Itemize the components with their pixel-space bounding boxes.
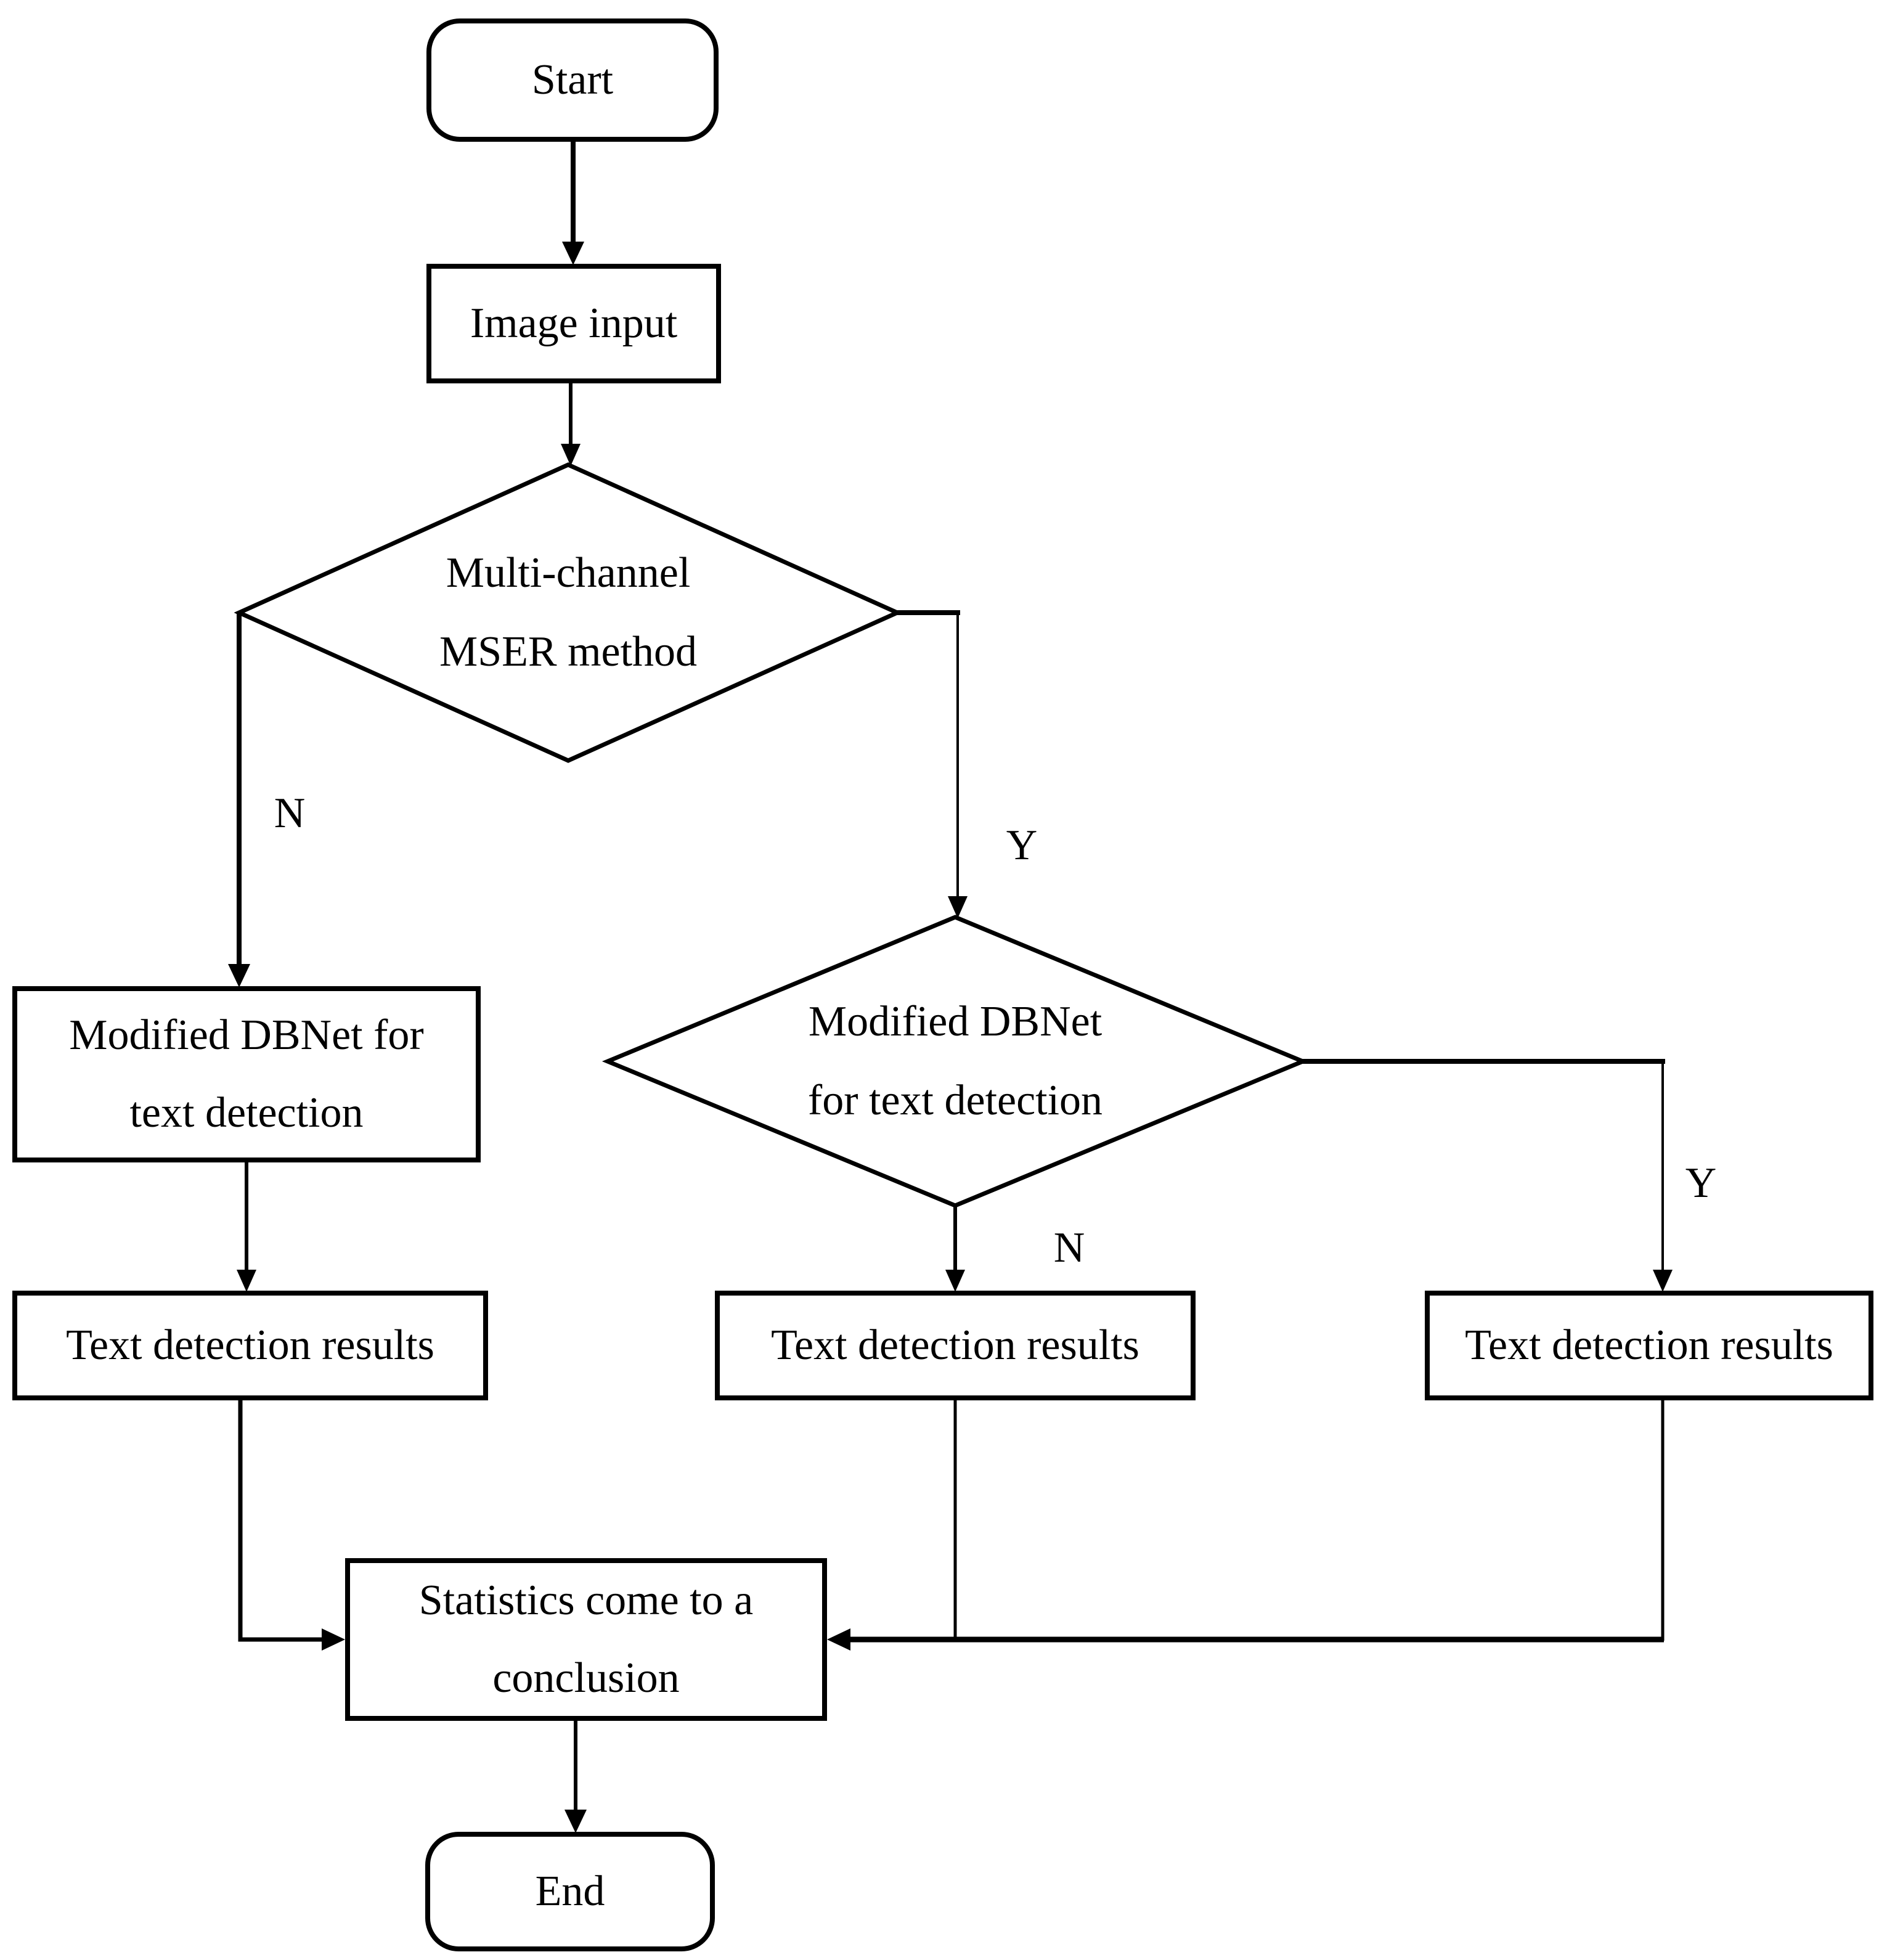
node-results-middle: Text detection results xyxy=(715,1291,1196,1400)
statistics-line-2: conclusion xyxy=(492,1654,680,1702)
node-results-right-label: Text detection results xyxy=(1465,1321,1833,1369)
node-results-middle-label: Text detection results xyxy=(771,1321,1139,1369)
edge-results-left-to-stats-arrowhead xyxy=(322,1628,345,1651)
node-results-left: Text detection results xyxy=(12,1291,488,1400)
edge-merge-to-stats-arrowhead xyxy=(827,1628,850,1651)
dbnet-process-line-2: text detection xyxy=(129,1089,364,1137)
node-image-input: Image input xyxy=(426,264,721,383)
node-mser-decision-label: Multi-channel MSER method xyxy=(383,534,753,692)
edge-stats-to-end-arrowhead xyxy=(564,1810,587,1833)
edge-mser-yes-arrowhead xyxy=(948,896,968,918)
dbnet-process-line-1: Modified DBNet for xyxy=(69,1011,424,1059)
node-dbnet-process: Modified DBNet for text detection xyxy=(12,986,481,1162)
dbnet-decision-line-2: for text detection xyxy=(807,1077,1103,1124)
edge-results-left-to-stats-line xyxy=(238,1399,323,1642)
node-image-input-label: Image input xyxy=(470,300,678,347)
node-results-left-label: Text detection results xyxy=(66,1321,434,1369)
node-dbnet-decision-label: Modified DBNet for text detection xyxy=(770,982,1140,1140)
node-statistics: Statistics come to a conclusion xyxy=(345,1558,827,1721)
edge-dbnet-yes-arrowhead xyxy=(1653,1270,1673,1292)
dbnet-decision-line-1: Modified DBNet xyxy=(808,998,1102,1045)
edge-label-dbnet-no: N xyxy=(1053,1224,1085,1272)
edge-dbnet-no-arrowhead xyxy=(945,1270,965,1292)
node-end: End xyxy=(425,1832,715,1951)
mser-decision-diamond xyxy=(234,462,903,763)
node-start: Start xyxy=(426,18,719,142)
mser-decision-line-1: Multi-channel xyxy=(446,549,691,597)
node-start-label: Start xyxy=(531,56,614,104)
mser-decision-line-2: MSER method xyxy=(439,628,698,676)
node-results-right: Text detection results xyxy=(1425,1291,1873,1400)
edge-mser-no-arrowhead xyxy=(228,964,250,987)
edge-dbnet-to-results-arrowhead xyxy=(237,1270,256,1292)
node-end-label: End xyxy=(535,1868,605,1915)
edge-start-to-image-arrowhead xyxy=(562,242,584,265)
edge-label-mser-no: N xyxy=(274,790,306,837)
edge-label-dbnet-yes: Y xyxy=(1685,1159,1717,1207)
statistics-line-1: Statistics come to a xyxy=(418,1577,754,1624)
edge-image-to-mser-arrowhead xyxy=(561,444,581,466)
edge-label-mser-yes: Y xyxy=(1006,822,1038,869)
